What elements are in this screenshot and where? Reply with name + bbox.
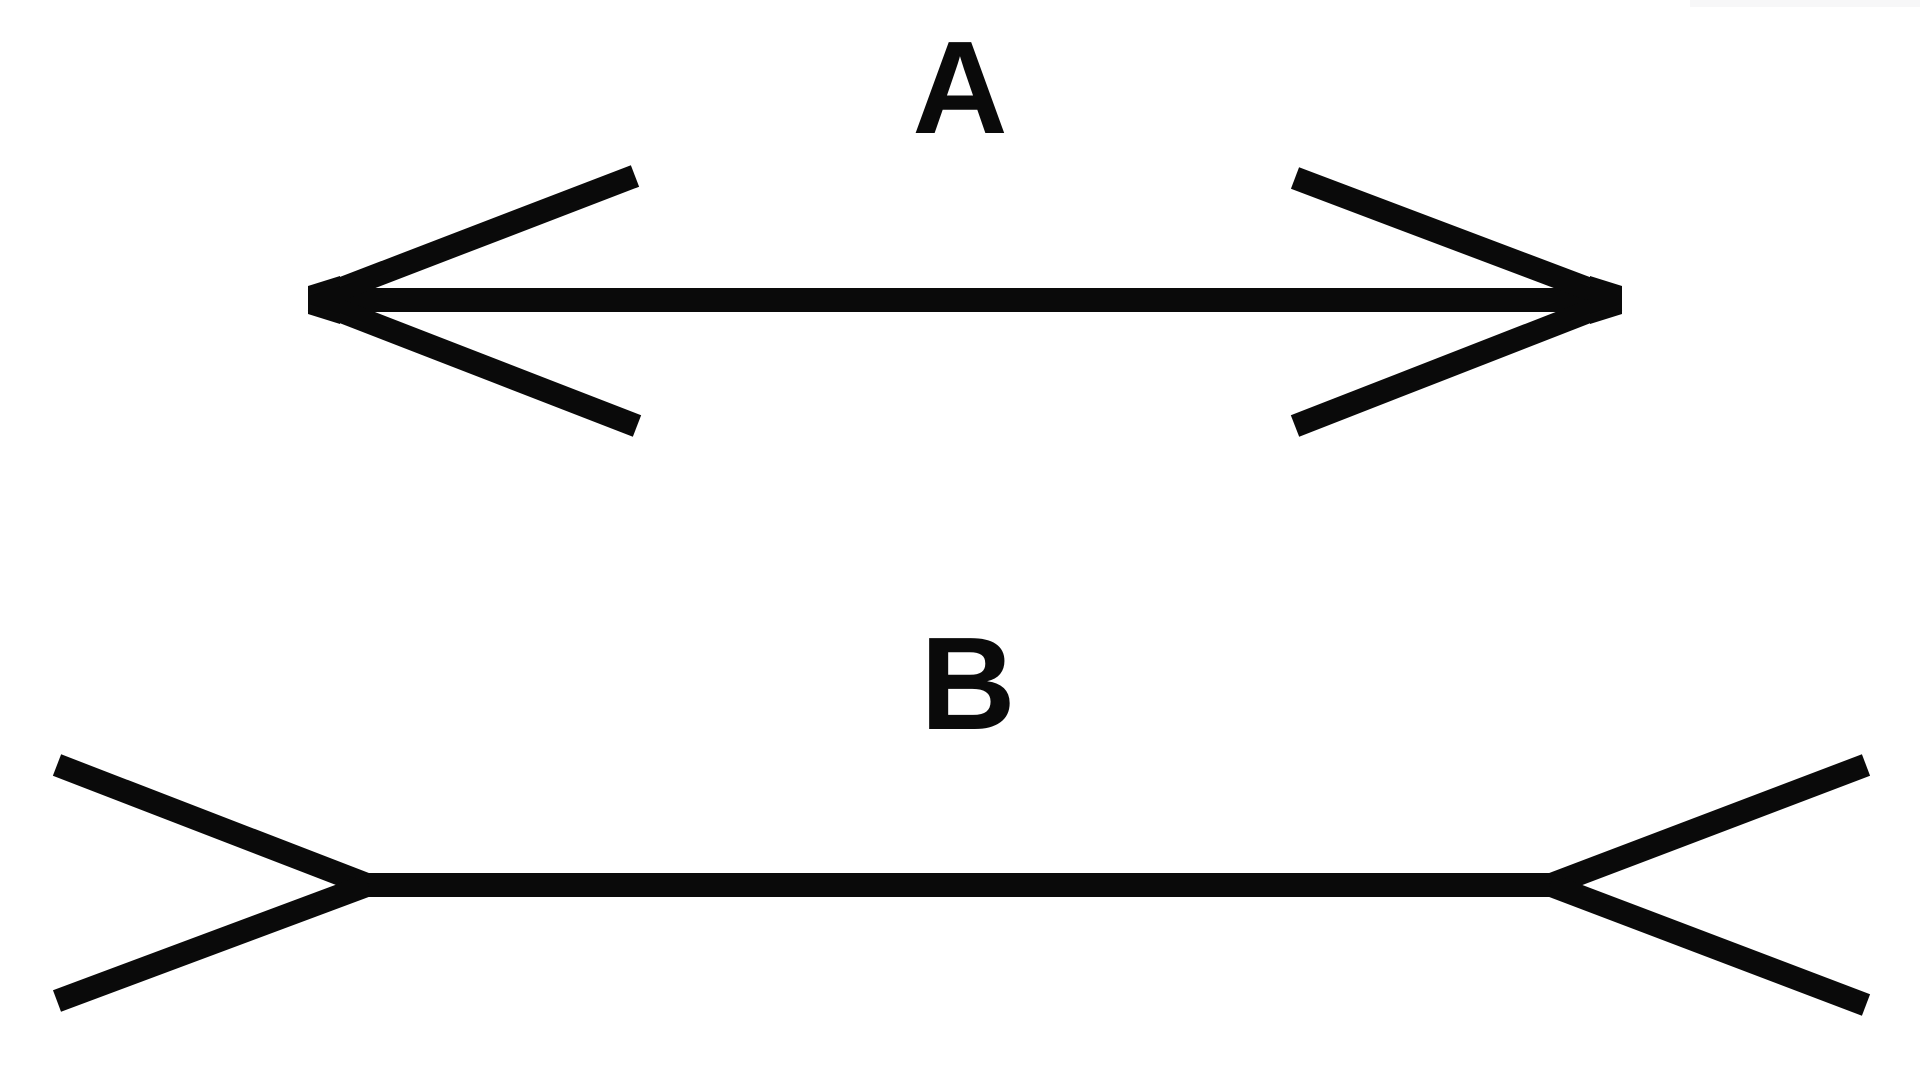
panel-b-label: B <box>920 610 1016 757</box>
panel-b-left-lower-fin <box>52 874 373 1012</box>
panel-b-right-lower-fin <box>1545 874 1871 1016</box>
panel-a-left-lower-fin <box>307 289 642 437</box>
panel-a-right-tip <box>1590 276 1622 324</box>
panel-a-left-tip <box>308 276 340 324</box>
panel-a-arrow <box>307 165 1623 437</box>
panel-a-right-upper-fin <box>1290 167 1623 311</box>
panel-b-arrow <box>52 754 1871 1016</box>
panel-a-left-upper-fin <box>307 165 640 311</box>
panel-b-right-upper-fin <box>1545 754 1871 896</box>
panel-a-right-lower-fin <box>1290 289 1623 437</box>
panel-a-label: A <box>912 14 1008 161</box>
top-edge-tint <box>1690 0 1920 7</box>
panel-b-left-upper-fin <box>52 754 373 896</box>
